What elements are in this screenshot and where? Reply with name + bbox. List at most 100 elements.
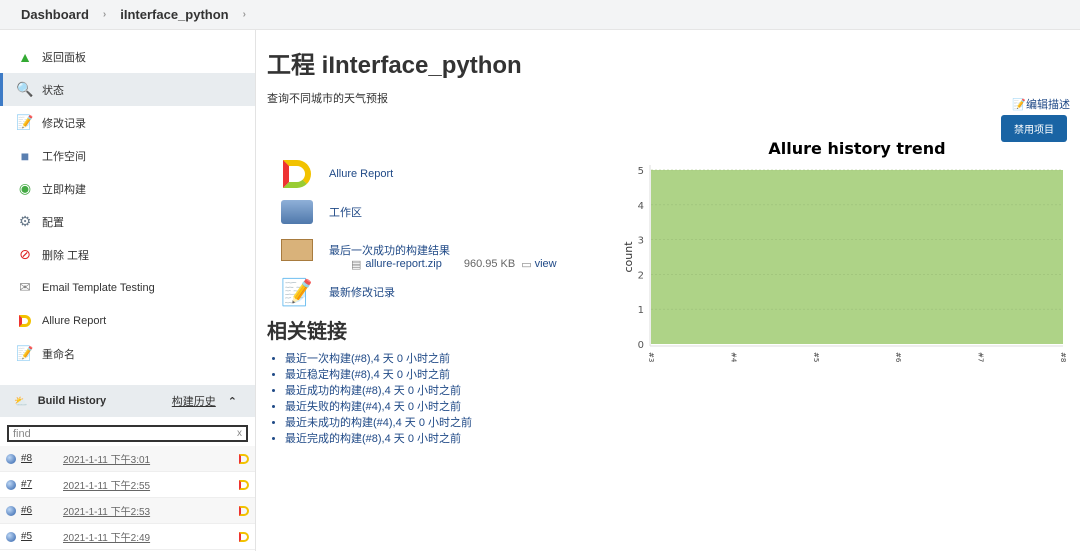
build-number-link[interactable]: #6 bbox=[21, 505, 33, 516]
sidebar-item-label: 删除 工程 bbox=[42, 249, 90, 262]
related-links-title: 相关链接 bbox=[267, 321, 347, 343]
permalink[interactable]: 最近未成功的构建(#4),4 天 0 小时之前 bbox=[285, 417, 473, 429]
allure-icon bbox=[279, 158, 315, 190]
status-ball-icon bbox=[6, 479, 16, 490]
x-tick-label: #7 bbox=[977, 352, 985, 362]
envelope-icon: ✉ bbox=[19, 279, 31, 295]
y-tick-label: 0 bbox=[638, 340, 644, 351]
allure-icon[interactable] bbox=[239, 453, 249, 464]
x-tick-label: #8 bbox=[1059, 352, 1067, 362]
artifact-row: ▤allure-report.zip 960.95 KB ▭view bbox=[351, 255, 557, 273]
sidebar-item-back[interactable]: ▲返回面板 bbox=[0, 40, 255, 73]
build-row: #6 2021-1-11 下午2:53 bbox=[0, 498, 255, 524]
sidebar-item-email-template[interactable]: ✉ Email Template Testing bbox=[0, 271, 255, 304]
breadcrumb-dashboard[interactable]: Dashboard bbox=[21, 7, 89, 22]
project-links: Allure Report 工作区 最后一次成功的构建结果 ▤allure-re… bbox=[279, 155, 557, 311]
permalink[interactable]: 最近完成的构建(#8),4 天 0 小时之前 bbox=[285, 433, 462, 445]
file-icon: ▤ bbox=[351, 258, 362, 271]
no-entry-icon: ⊘ bbox=[19, 246, 31, 262]
edit-description-label: 编辑描述 bbox=[1026, 99, 1070, 111]
link-row: 📝最新修改记录 bbox=[279, 273, 557, 311]
sidebar-item-workspace[interactable]: ■工作空间 bbox=[0, 139, 255, 172]
chevron-right-icon: › bbox=[102, 9, 107, 20]
chevron-right-icon[interactable]: › bbox=[242, 9, 246, 20]
build-number-link[interactable]: #8 bbox=[21, 453, 33, 464]
permalink[interactable]: 最近稳定构建(#8),4 天 0 小时之前 bbox=[285, 369, 451, 381]
build-row: #7 2021-1-11 下午2:55 bbox=[0, 472, 255, 498]
chevron-up-icon[interactable]: ⌃ bbox=[227, 395, 237, 408]
build-icon: ◉ bbox=[18, 180, 32, 196]
edit-description-link[interactable]: 📝编辑描述 bbox=[1012, 96, 1070, 112]
clear-find-button[interactable]: x bbox=[237, 428, 242, 439]
status-ball-icon bbox=[6, 531, 16, 542]
main-content: 工程 iInterface_python 查询不同城市的天气预报 📝编辑描述 禁… bbox=[267, 30, 1080, 445]
status-ball-icon bbox=[6, 453, 16, 464]
link-row: Allure Report bbox=[279, 155, 557, 193]
allure-trend-chart[interactable]: Allure history trendcount012345#3#4#5#6#… bbox=[620, 135, 1075, 370]
sidebar-item-build-now[interactable]: ◉ 立即构建 bbox=[0, 172, 255, 205]
sidebar-item-configure[interactable]: ⚙配置 bbox=[0, 205, 255, 238]
build-row: #5 2021-1-11 下午2:49 bbox=[0, 524, 255, 550]
notepad-icon: 📝 bbox=[16, 345, 34, 361]
link-row: 工作区 bbox=[279, 193, 557, 231]
sidebar-item-rename[interactable]: 📝 重命名 bbox=[0, 337, 255, 370]
build-list: #8 2021-1-11 下午3:01 #7 2021-1-11 下午2:55 #6… bbox=[0, 446, 255, 550]
series-area-0 bbox=[651, 170, 1063, 344]
sidebar-item-delete[interactable]: ⊘ 删除 工程 bbox=[0, 238, 255, 271]
build-row: #8 2021-1-11 下午3:01 bbox=[0, 446, 255, 472]
build-trend-link[interactable]: 构建历史 bbox=[171, 396, 216, 408]
y-tick-label: 1 bbox=[638, 305, 644, 316]
page-title: 工程 iInterface_python bbox=[267, 52, 522, 79]
project-description: 查询不同城市的天气预报 bbox=[267, 93, 388, 105]
y-tick-label: 5 bbox=[638, 166, 644, 177]
x-tick-label: #6 bbox=[894, 352, 902, 363]
last-successful-artifacts-link[interactable]: 最后一次成功的构建结果 bbox=[329, 245, 450, 257]
edit-icon: 📝 bbox=[1012, 99, 1026, 111]
build-date-link[interactable]: 2021-1-11 下午2:53 bbox=[63, 507, 151, 518]
permalink[interactable]: 最近失败的构建(#4),4 天 0 小时之前 bbox=[285, 401, 462, 413]
sidebar-item-label: 修改记录 bbox=[42, 117, 86, 130]
package-icon bbox=[279, 234, 315, 266]
artifact-link[interactable]: allure-report.zip bbox=[365, 258, 442, 270]
sidebar: ▲返回面板 🔍 状态 📝 修改记录 ■工作空间 ◉ 立即构建 ⚙配置 ⊘ 删除 工程 ✉… bbox=[0, 30, 256, 551]
allure-icon[interactable] bbox=[239, 505, 249, 516]
allure-report-link[interactable]: Allure Report bbox=[329, 168, 394, 180]
notepad-icon: 📝 bbox=[16, 114, 34, 130]
allure-icon bbox=[16, 312, 34, 330]
related-links: 最近一次构建(#8),4 天 0 小时之前 最近稳定构建(#8),4 天 0 小… bbox=[285, 350, 472, 446]
sidebar-item-label: Email Template Testing bbox=[42, 281, 155, 294]
permalink[interactable]: 最近成功的构建(#8),4 天 0 小时之前 bbox=[285, 385, 462, 397]
link-row: 最后一次成功的构建结果 bbox=[279, 231, 557, 269]
allure-icon[interactable] bbox=[239, 531, 249, 542]
x-tick-label: #4 bbox=[729, 352, 737, 363]
up-arrow-icon: ▲ bbox=[18, 48, 32, 65]
build-number-link[interactable]: #5 bbox=[21, 531, 33, 542]
breadcrumb-project[interactable]: iInterface_python bbox=[120, 7, 229, 22]
folder-icon: ■ bbox=[20, 147, 30, 164]
build-date-link[interactable]: 2021-1-11 下午2:55 bbox=[63, 481, 151, 492]
gear-icon: ⚙ bbox=[18, 213, 32, 229]
recent-changes-link[interactable]: 最新修改记录 bbox=[329, 287, 395, 299]
build-date-link[interactable]: 2021-1-11 下午2:49 bbox=[63, 533, 151, 544]
workspace-link[interactable]: 工作区 bbox=[329, 207, 362, 219]
sidebar-item-allure[interactable]: Allure Report bbox=[0, 304, 255, 337]
disable-project-button[interactable]: 禁用项目 bbox=[1001, 115, 1067, 142]
search-icon: 🔍 bbox=[16, 81, 34, 97]
y-tick-label: 3 bbox=[638, 236, 644, 247]
artifact-size: 960.95 KB bbox=[463, 258, 516, 270]
fingerprint-icon: ▭ bbox=[521, 258, 532, 271]
allure-icon[interactable] bbox=[239, 479, 249, 490]
sidebar-item-label: 状态 bbox=[42, 84, 64, 97]
artifact-view-link[interactable]: view bbox=[534, 258, 557, 270]
sidebar-item-label: 重命名 bbox=[42, 348, 75, 361]
sidebar-item-status[interactable]: 🔍 状态 bbox=[0, 73, 255, 106]
build-date-link[interactable]: 2021-1-11 下午3:01 bbox=[63, 455, 151, 466]
breadcrumb: Dashboard › iInterface_python › bbox=[0, 0, 1080, 30]
build-number-link[interactable]: #7 bbox=[21, 479, 33, 490]
sidebar-item-changes[interactable]: 📝 修改记录 bbox=[0, 106, 255, 139]
sidebar-item-label: 立即构建 bbox=[42, 183, 86, 196]
permalink[interactable]: 最近一次构建(#8),4 天 0 小时之前 bbox=[285, 353, 451, 365]
folder-icon bbox=[279, 196, 315, 228]
